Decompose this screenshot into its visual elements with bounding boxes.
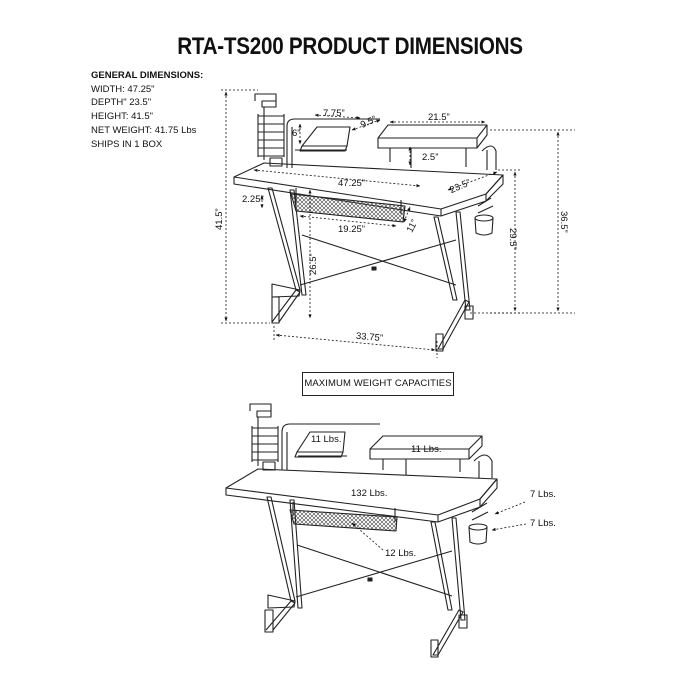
spec-net-weight: NET WEIGHT: 41.75 Lbs (91, 124, 197, 136)
desk-drawing-top (233, 93, 504, 352)
large-shelf (377, 124, 497, 170)
label-leg-span: 33.75” (356, 331, 384, 344)
storage-basket-2 (289, 502, 398, 532)
label-cap-hook: 7 Lbs. (530, 489, 556, 500)
large-shelf-2 (369, 435, 493, 478)
label-cap-basket: 12 Lbs. (385, 548, 416, 559)
label-cap-small-shelf: 11 Lbs. (311, 434, 341, 445)
capacity-heading-box: MAXIMUM WEIGHT CAPACITIES (302, 372, 454, 396)
desk-legs-2 (264, 496, 468, 658)
label-total-height: 41.5” (214, 208, 225, 230)
dimension-lines (221, 89, 575, 358)
capacity-arrows (351, 501, 527, 551)
label-shelf-large-height: 2.5” (422, 152, 438, 163)
label-cap-large-shelf: 11 Lbs. (411, 444, 441, 455)
spec-width: WIDTH: 47.25" (91, 83, 155, 95)
label-desk-top-height: 29.5” (507, 228, 518, 250)
spec-height: HEIGHT: 41.5" (91, 111, 153, 123)
general-dimensions-heading: GENERAL DIMENSIONS: (91, 70, 204, 81)
capacity-labels: 11 Lbs. 11 Lbs. 132 Lbs. 12 Lbs. 7 Lbs. … (311, 434, 556, 559)
label-cap-cup-holder: 7 Lbs. (530, 518, 556, 529)
desktop-surface-2 (225, 468, 498, 523)
riser-and-small-shelf (286, 118, 380, 168)
label-shelf-top-height: 36.5” (558, 211, 569, 233)
label-shelf-gap: 9.5” (359, 114, 378, 131)
cup-holder-2 (468, 502, 489, 545)
page-title: RTA-TS200 PRODUCT DIMENSIONS (177, 33, 523, 60)
general-dimensions-list: GENERAL DIMENSIONS: WIDTH: 47.25" DEPTH"… (91, 69, 203, 151)
label-basket-depth: 11” (405, 218, 421, 235)
spec-ships: SHIPS IN 1 BOX (91, 138, 163, 150)
desk-legs (267, 187, 474, 352)
label-desk-width: 47.25” (338, 178, 365, 189)
label-desk-depth: 23.5” (448, 177, 472, 196)
label-cap-desk-top: 132 Lbs. (351, 488, 387, 499)
cup-holder (474, 197, 494, 236)
headphone-hook-tower (254, 93, 285, 167)
label-basket-width: 19.25” (338, 224, 365, 235)
label-shelf-small-height: 6” (292, 128, 300, 139)
label-desk-thickness: 2.25” (242, 194, 264, 205)
label-shelf-small-width: 7.75” (323, 108, 345, 119)
riser-and-small-shelf-2 (281, 423, 380, 470)
dimension-labels: 7.75” 6” 9.5” 21.5” 2.5” 47.25” 23.5” 2.… (214, 108, 569, 344)
label-shelf-large-width: 21.5” (428, 112, 450, 123)
spec-depth: DEPTH" 23.5" (91, 97, 152, 109)
label-knee-clearance: 26.5” (308, 253, 319, 275)
headphone-hook-tower-2 (249, 403, 279, 471)
desk-drawing-bottom (225, 403, 498, 658)
